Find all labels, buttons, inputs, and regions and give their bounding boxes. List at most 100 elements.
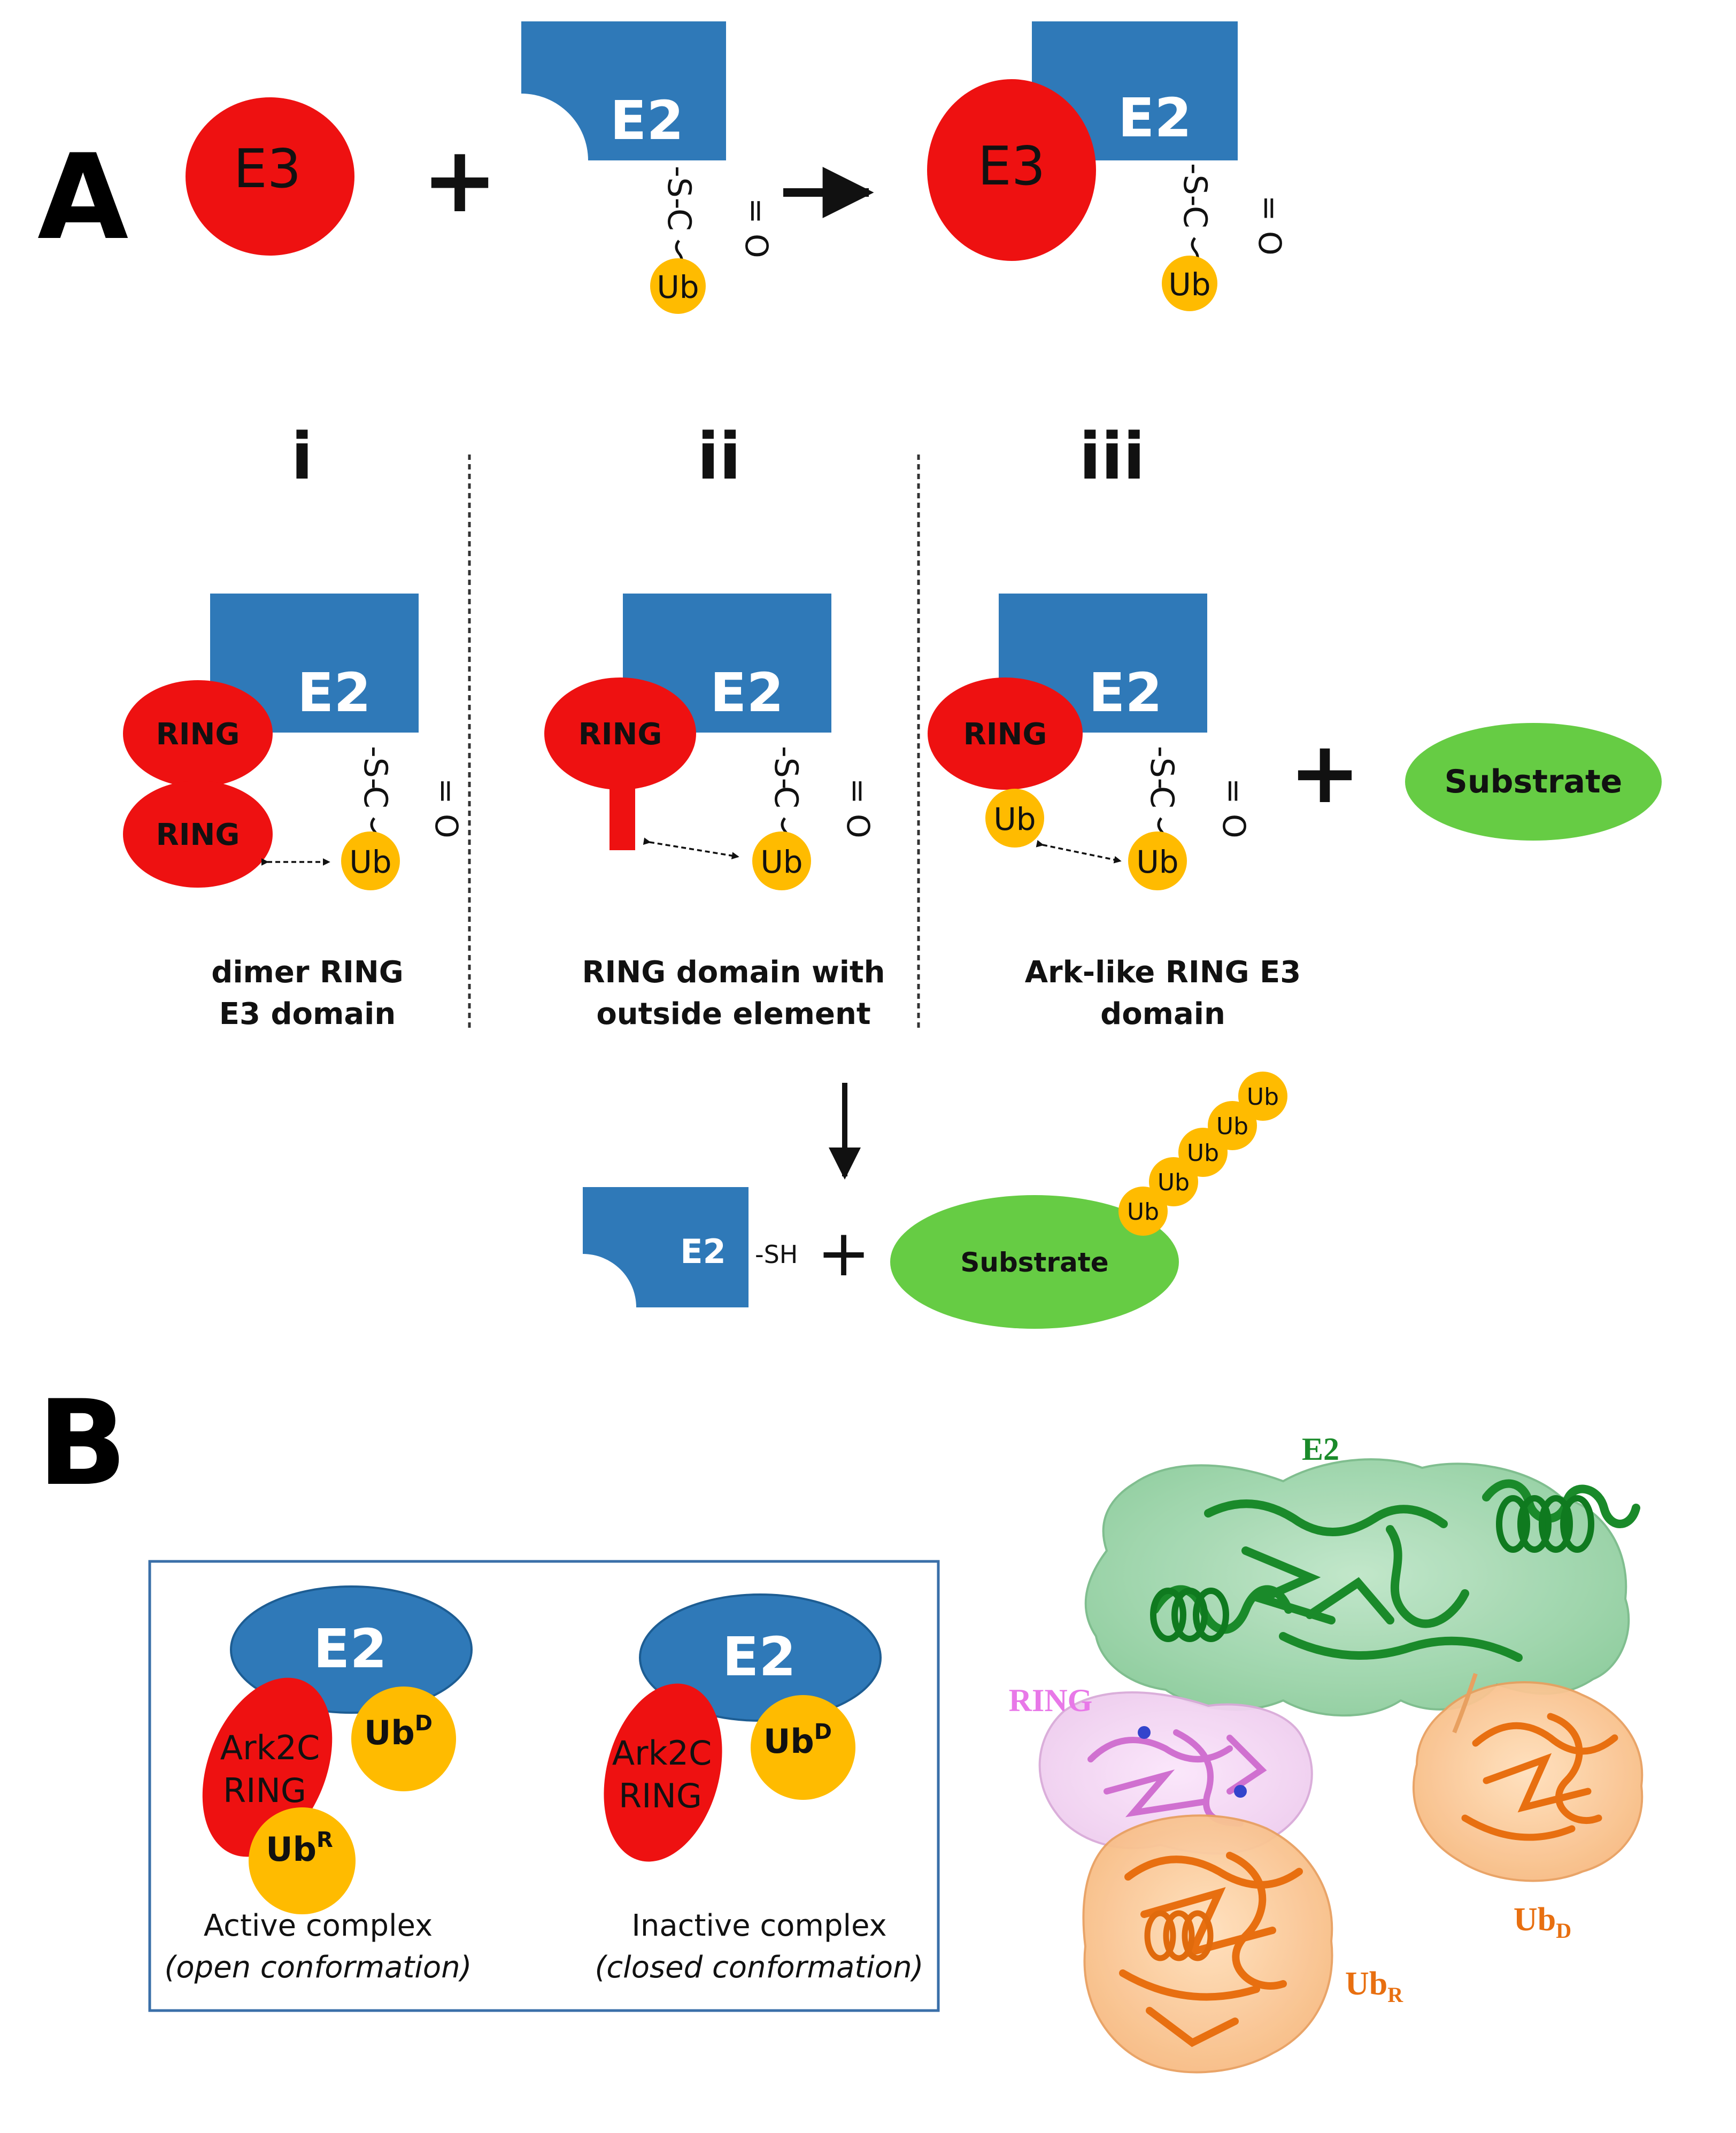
e2-block bbox=[521, 21, 726, 160]
e2-label: E2 bbox=[313, 1618, 387, 1680]
free-e2-block bbox=[583, 1187, 749, 1307]
e3-label: E3 bbox=[234, 137, 302, 200]
e2-label: E2 bbox=[710, 661, 784, 724]
ark2c-ring-label-2: RING bbox=[223, 1771, 306, 1810]
thioester-c: C bbox=[1143, 786, 1181, 808]
thioester-c: C bbox=[660, 209, 698, 231]
panel-b: B E2 Ark2C RING UbD UbR Active complex (… bbox=[37, 1375, 1644, 2074]
ub-chain-label: Ub bbox=[1247, 1083, 1279, 1111]
column-ii: E2 RING -S- C = O Ub RING domain with ou… bbox=[544, 594, 885, 1031]
ring-top-label: RING bbox=[156, 717, 240, 752]
ub-label: Ub bbox=[1136, 844, 1178, 880]
interaction-arrow bbox=[1036, 840, 1122, 864]
thioester-s: -S- bbox=[1143, 746, 1181, 789]
panel-b-label: B bbox=[37, 1375, 127, 1512]
ub-circle bbox=[341, 831, 400, 890]
active-caption-italic: (open conformation) bbox=[165, 1950, 472, 1985]
ub-chain-label: Ub bbox=[1158, 1169, 1190, 1196]
e2-label-bound: E2 bbox=[1118, 87, 1192, 149]
ub-chain-circle bbox=[1238, 1072, 1287, 1121]
ub-circle bbox=[1128, 831, 1187, 890]
ub-chain-circle bbox=[1118, 1187, 1168, 1236]
ring-domain bbox=[544, 677, 696, 790]
ark2c-ring-label-1: Ark2C bbox=[612, 1734, 712, 1773]
active-complex: E2 Ark2C RING UbD UbR Active complex (op… bbox=[165, 1585, 473, 1985]
e3-label-bound: E3 bbox=[978, 135, 1046, 197]
panel-a: A E3 + E2 -S- C = O Ub E3 E2 -S- C = O U… bbox=[37, 21, 1662, 1329]
numeral-i: i bbox=[291, 420, 313, 494]
e3-circle bbox=[186, 97, 354, 256]
ub-chain-label: Ub bbox=[1187, 1139, 1219, 1167]
ring-bottom-label: RING bbox=[156, 818, 240, 852]
ub-circle bbox=[752, 831, 811, 890]
thioester-o: = O bbox=[840, 778, 876, 838]
thioester-s: -S- bbox=[660, 166, 698, 209]
plus-substrate-sign: + bbox=[1289, 722, 1361, 822]
thioester-c: C bbox=[357, 786, 394, 808]
ring-bound-ub-circle bbox=[985, 789, 1044, 848]
ark2c-ring-label-2: RING bbox=[619, 1776, 702, 1815]
e2-label: E2 bbox=[610, 89, 684, 152]
caption-line-1: Ark-like RING E3 bbox=[1025, 955, 1301, 990]
ub-r-circle bbox=[249, 1807, 356, 1914]
ub-d-label: UbD bbox=[364, 1711, 433, 1752]
sh-label: -SH bbox=[755, 1240, 798, 1269]
ring-top bbox=[123, 680, 273, 787]
ring-label: RING bbox=[578, 717, 662, 752]
ub-d-circle bbox=[751, 1695, 855, 1800]
ub-label: Ub bbox=[657, 269, 699, 305]
structure-ub-r-label: UbR bbox=[1345, 1966, 1403, 2007]
product-substrate-label: Substrate bbox=[960, 1247, 1108, 1278]
ark2c-ring-ellipse bbox=[604, 1683, 722, 1862]
ring-bottom bbox=[123, 781, 273, 888]
e2-helix bbox=[1150, 1588, 1229, 1642]
free-e2-label: E2 bbox=[680, 1232, 726, 1271]
caption-line-2: outside element bbox=[596, 997, 870, 1031]
ub-chain-circle bbox=[1208, 1101, 1257, 1150]
interaction-arrow bbox=[643, 837, 739, 860]
ub-d-label: UbD bbox=[763, 1720, 832, 1761]
structure-ring-label: RING bbox=[1009, 1683, 1093, 1718]
inactive-caption: Inactive complex bbox=[631, 1908, 886, 1943]
column-i: E2 RING RING -S- C = O Ub dimer RING E3 … bbox=[123, 594, 465, 1031]
ub-d-ribbon bbox=[1461, 1713, 1618, 1841]
substrate-ellipse bbox=[1405, 723, 1662, 841]
ring-bound-ub-label: Ub bbox=[993, 801, 1036, 837]
top-reaction: E3 + E2 -S- C = O Ub E3 E2 -S- C = O Ub bbox=[186, 21, 1288, 314]
e2-helix bbox=[1496, 1495, 1594, 1553]
caption-line-2: E3 domain bbox=[219, 997, 396, 1031]
thioester-s: -S- bbox=[767, 746, 805, 789]
ub-r-label: UbR bbox=[266, 1828, 333, 1869]
ub-circle-bound bbox=[1162, 256, 1217, 311]
polyubiquitin-chain: Ub Ub Ub Ub Ub bbox=[1118, 1072, 1287, 1236]
e3-circle-bound bbox=[927, 79, 1096, 261]
product-plus-sign: + bbox=[817, 1216, 871, 1291]
e2-label: E2 bbox=[1089, 661, 1162, 724]
column-iii: E2 RING Ub -S- C = O Ub Ark-like RING E3… bbox=[928, 594, 1301, 1031]
ub-d-surface bbox=[1412, 1681, 1644, 1882]
outside-element bbox=[609, 770, 635, 850]
e2-label: E2 bbox=[297, 661, 371, 724]
caption-line-1: RING domain with bbox=[582, 955, 885, 990]
product-substrate-ellipse bbox=[890, 1195, 1179, 1329]
products: E2 -SH + Substrate Ub Ub Ub Ub Ub bbox=[583, 1072, 1287, 1329]
ub-label: Ub bbox=[349, 844, 391, 880]
thioester-s-bound: -S- bbox=[1176, 163, 1214, 206]
caption-line-2: domain bbox=[1100, 997, 1225, 1031]
panel-a-label: A bbox=[37, 129, 128, 266]
zinc-atom bbox=[1234, 1785, 1247, 1798]
e2-label: E2 bbox=[722, 1626, 796, 1688]
thioester-o-bound: = O bbox=[1252, 195, 1288, 256]
ub-r-helix bbox=[1144, 1910, 1214, 1961]
thioester-o: = O bbox=[738, 198, 775, 258]
substrate-label: Substrate bbox=[1445, 763, 1623, 800]
thioester-o: = O bbox=[1216, 778, 1252, 838]
thioester-o: = O bbox=[428, 778, 465, 838]
numeral-iii: iii bbox=[1079, 420, 1145, 494]
ub-chain-label: Ub bbox=[1216, 1113, 1248, 1140]
thioester-c-bound: C bbox=[1176, 206, 1214, 228]
ub-chain-label: Ub bbox=[1127, 1198, 1159, 1226]
thioester-c: C bbox=[767, 786, 805, 808]
inactive-caption-italic: (closed conformation) bbox=[595, 1950, 924, 1985]
